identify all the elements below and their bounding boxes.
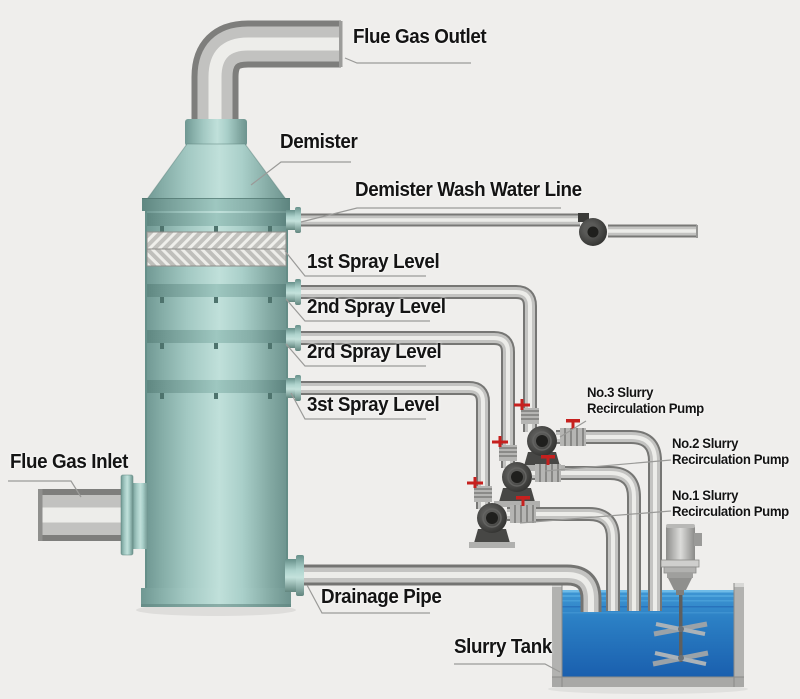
spray-nozzle-3 xyxy=(286,375,301,401)
spray-header-3 xyxy=(147,380,286,399)
discharge-valve-1 xyxy=(516,496,530,506)
spray-line-3 xyxy=(296,381,490,509)
tower-cap xyxy=(185,119,247,146)
demister-wash-header xyxy=(147,213,286,232)
label-demister: Demister xyxy=(280,131,358,153)
demister-wash-water-line xyxy=(296,213,698,246)
spray-header-2 xyxy=(147,330,286,349)
tank-wall-bottom xyxy=(552,677,744,687)
inlet-stub xyxy=(132,483,148,549)
spray-nozzle-2 xyxy=(286,325,301,351)
tower-cone xyxy=(145,144,288,202)
discharge-valve-3 xyxy=(566,419,580,429)
wash-nozzle xyxy=(286,207,301,233)
recirculation-pump-3 xyxy=(514,399,586,471)
label-spray-level-4: 3st Spray Level xyxy=(307,394,440,416)
label-pump-no1: No.1 Slurry Recirculation Pump xyxy=(672,487,789,519)
agitator-motor xyxy=(666,526,695,562)
scrubber-tower xyxy=(141,119,291,607)
label-pump-no3: No.3 Slurry Recirculation Pump xyxy=(587,384,704,416)
label-flue-gas-inlet: Flue Gas Inlet xyxy=(10,451,129,473)
suction-valve-3 xyxy=(514,399,530,410)
label-slurry-tank: Slurry Tank xyxy=(454,636,552,658)
agitator xyxy=(652,524,709,667)
flue-gas-inlet-pipe xyxy=(38,474,148,556)
tank-wall-left xyxy=(552,583,562,687)
spray-nozzle-1 xyxy=(286,279,301,305)
tower-nozzles xyxy=(285,207,304,596)
tower-body xyxy=(145,211,288,588)
recirculation-pump-1 xyxy=(467,477,536,548)
label-pump-no2: No.2 Slurry Recirculation Pump xyxy=(672,435,789,467)
label-demister-wash-water-line: Demister Wash Water Line xyxy=(355,179,582,201)
label-spray-level-1: 1st Spray Level xyxy=(307,251,440,273)
tank-wall-right xyxy=(734,583,744,687)
agitator-propeller-upper xyxy=(653,621,708,637)
tower-top-rim xyxy=(142,198,290,211)
drainage-pipe xyxy=(300,564,602,612)
discharge-valve-2 xyxy=(541,455,555,465)
inlet-flange xyxy=(121,475,133,555)
spray-line-2 xyxy=(296,331,515,468)
suction-valve-2 xyxy=(492,436,508,447)
label-spray-level-3: 2rd Spray Level xyxy=(307,341,442,363)
discharge-line-2 xyxy=(532,466,641,611)
label-flue-gas-outlet: Flue Gas Outlet xyxy=(353,26,487,48)
flue-gas-outlet-pipe xyxy=(191,20,343,128)
spray-header-1 xyxy=(147,284,286,303)
label-drainage-pipe: Drainage Pipe xyxy=(321,586,442,608)
label-spray-level-2: 2nd Spray Level xyxy=(307,296,446,318)
agitator-shaft xyxy=(679,590,683,662)
leader-lines xyxy=(8,57,672,673)
tower-base-skirt xyxy=(141,588,291,607)
agitator-propeller-lower xyxy=(652,650,709,667)
recirculation-pump-2 xyxy=(492,436,561,507)
suction-valve-1 xyxy=(467,477,483,488)
discharge-line-1 xyxy=(507,507,620,611)
drainage-nozzle xyxy=(285,555,304,596)
demister-pad xyxy=(146,231,287,267)
spray-line-1 xyxy=(296,285,537,432)
